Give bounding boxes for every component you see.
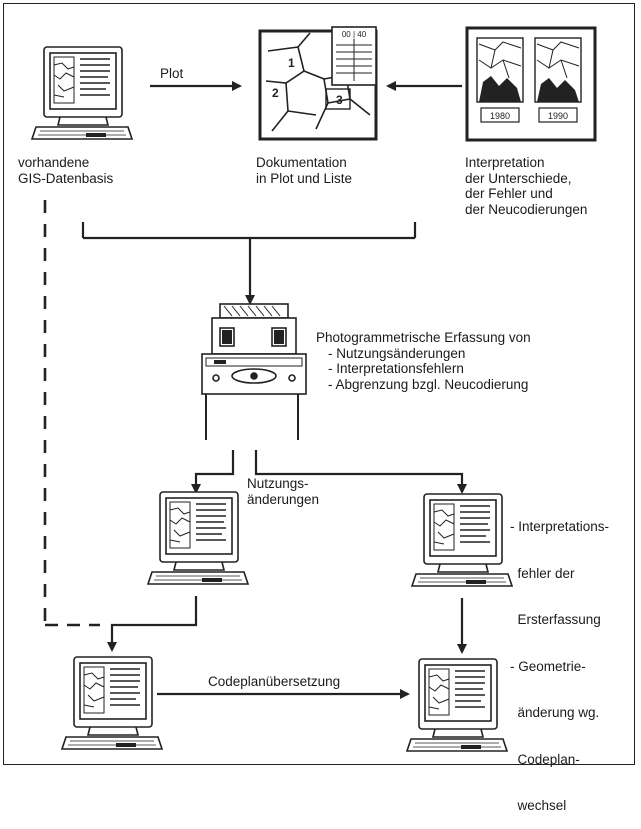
photogrammetry-line-1: Photogrammetrische Erfassung von: [316, 330, 531, 345]
photo-year-1990: 1990: [548, 111, 568, 121]
source-db-line-1: vorhandene: [18, 155, 90, 170]
documentation-map-icon: 00 | 40 1 2 3: [258, 26, 378, 141]
aerial-photos-icon: 1980 1990: [465, 26, 597, 142]
to-errors-arrow: [254, 450, 467, 494]
bottom-right-computer-icon: [405, 658, 509, 752]
photo-year-1980: 1980: [490, 111, 510, 121]
list-header-text: 00 | 40: [342, 30, 367, 39]
interpretation-line-1: Interpretation: [465, 155, 545, 170]
flow-connectors: [43, 81, 467, 699]
source-computer-icon: [30, 46, 134, 140]
errors-line-4: - Geometrie-: [510, 658, 586, 674]
photogrammetry-label: Photogrammetrische Erfassung von - Nutzu…: [316, 330, 531, 392]
bottom-left-computer-icon: [60, 656, 164, 750]
land-use-computer-icon: [146, 491, 250, 585]
documentation-label: Dokumentation in Plot und Liste: [256, 155, 352, 186]
photogrammetry-line-3: - Interpretationsfehlern: [328, 361, 464, 376]
land-use-down-arrow: [107, 596, 198, 652]
land-use-line-2: änderungen: [247, 491, 320, 507]
interpretation-label: Interpretation der Unterschiede, der Feh…: [465, 155, 587, 217]
interpretation-line-4: der Neucodierungen: [465, 201, 588, 217]
errors-line-5: änderung wg.: [510, 705, 600, 720]
errors-line-7: wechsel: [510, 798, 567, 813]
stereoplotter-icon: [201, 303, 307, 440]
source-db-label: vorhandene GIS-Datenbasis: [18, 155, 113, 186]
plot-label: Plot: [160, 66, 184, 81]
parcel-1-label: 1: [288, 56, 295, 70]
interpretation-line-2: der Unterschiede,: [465, 170, 572, 186]
photogrammetry-line-4: - Abgrenzung bzgl. Neucodierung: [328, 376, 529, 392]
diagram-frame: [3, 3, 635, 765]
errors-line-2: fehler der: [510, 565, 575, 581]
errors-line-3: Ersterfassung: [510, 612, 601, 627]
documentation-line-1: Dokumentation: [256, 155, 347, 170]
photogrammetry-line-2: - Nutzungsänderungen: [328, 345, 466, 361]
errors-line-1: - Interpretations-: [510, 519, 610, 534]
parcel-2-label: 2: [272, 86, 279, 100]
code-translation-label: Codeplanübersetzung: [208, 674, 341, 689]
land-use-line-1: Nutzungs-: [247, 476, 309, 491]
land-use-changes-label: Nutzungs- änderungen: [247, 476, 319, 507]
to-land-use-arrow: [191, 450, 235, 494]
documentation-line-2: in Plot und Liste: [256, 170, 353, 186]
errors-computer-icon: [410, 493, 514, 587]
source-db-line-2: GIS-Datenbasis: [18, 170, 114, 186]
errors-label: - Interpretations- fehler der Ersterfass…: [510, 488, 609, 829]
parcel-3-label: 3: [336, 93, 343, 107]
interpretation-line-3: der Fehler und: [465, 186, 553, 201]
errors-line-6: Codeplan-: [510, 751, 580, 767]
